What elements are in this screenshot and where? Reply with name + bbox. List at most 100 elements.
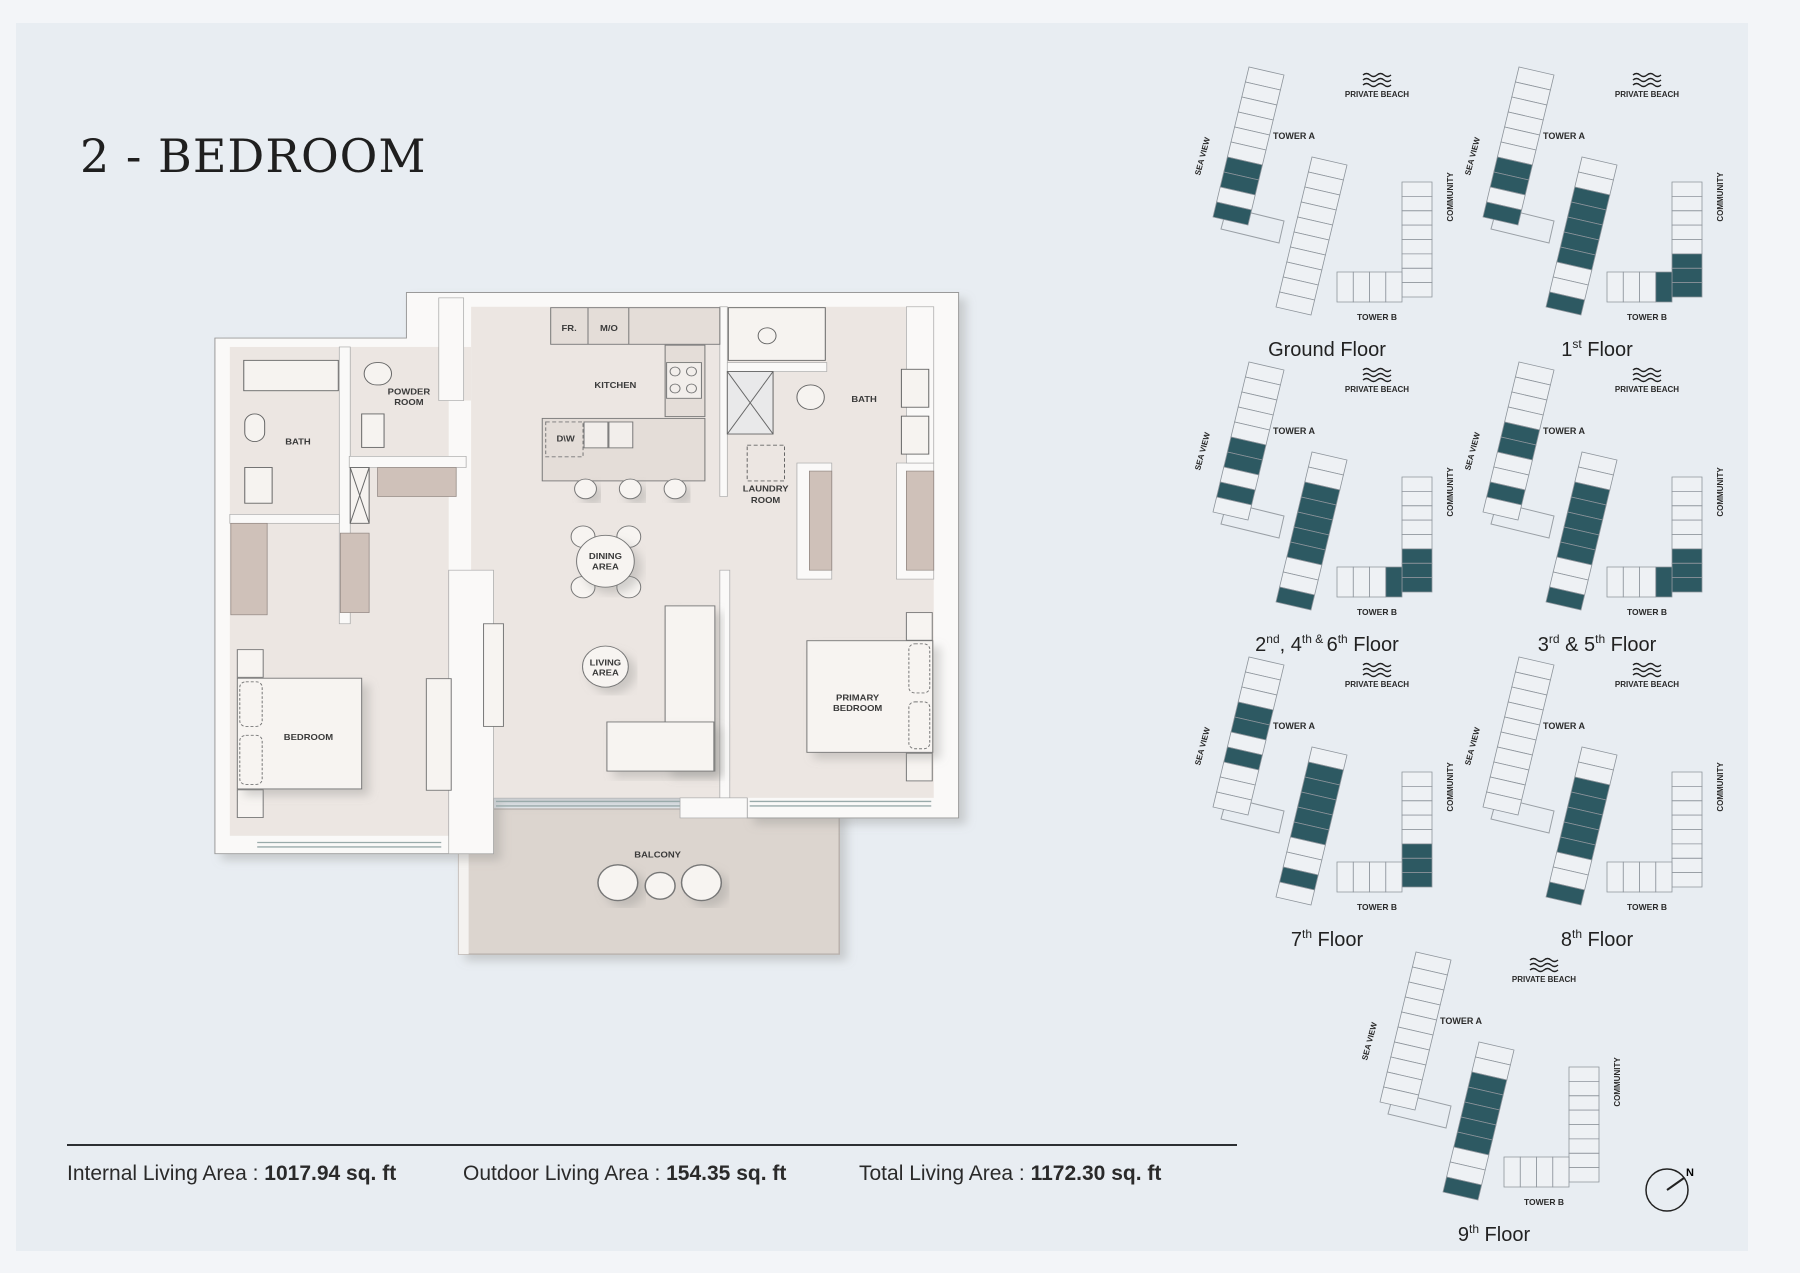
community-label: COMMUNITY xyxy=(1716,172,1725,222)
unit xyxy=(1671,210,1703,226)
fridge-label: FR. xyxy=(562,323,577,332)
floor-label-part: 3 xyxy=(1537,634,1549,656)
private-beach-label: PRIVATE BEACH xyxy=(1615,90,1679,99)
kitchen-label: KITCHEN xyxy=(594,380,636,389)
bathtub xyxy=(243,359,339,392)
unit xyxy=(1482,791,1523,816)
tower-b-label: TOWER B xyxy=(1357,607,1397,617)
living-area-label: AREA xyxy=(592,668,619,677)
tower-a-label: TOWER A xyxy=(1273,131,1315,141)
page-title: 2 - BEDROOM xyxy=(80,128,427,183)
sea-view-label: SEA VIEW xyxy=(1360,1021,1379,1061)
balcony-chair xyxy=(597,864,639,902)
unit xyxy=(1275,881,1316,906)
floor-label-part: 1 xyxy=(1561,339,1573,361)
bath-label: BATH xyxy=(285,437,311,446)
internal-living-area: Internal Living Area : 1017.94 sq. ft xyxy=(67,1162,396,1186)
primary-bedroom-label: PRIMARY xyxy=(836,693,879,702)
community-label: COMMUNITY xyxy=(1716,467,1725,517)
sea-view-label: SEA VIEW xyxy=(1463,136,1482,176)
north-compass-icon: N xyxy=(1645,1167,1694,1212)
bed xyxy=(236,677,363,790)
unit xyxy=(1336,271,1354,303)
community-label: COMMUNITY xyxy=(1446,467,1455,517)
unit xyxy=(1336,861,1354,893)
floor-label-part: 8 xyxy=(1560,929,1572,951)
floor-label: 7th Floor xyxy=(1187,928,1467,952)
unit xyxy=(1568,1152,1600,1169)
tower-a-label: TOWER A xyxy=(1440,1016,1482,1026)
unit xyxy=(1671,195,1703,212)
powder-room-label: ROOM xyxy=(394,397,423,406)
floor-label-part: rd xyxy=(1548,632,1560,646)
sink xyxy=(900,415,930,455)
dining-area-label: AREA xyxy=(592,562,619,571)
living-furniture xyxy=(425,605,716,791)
sink xyxy=(361,413,385,448)
highlighted-unit xyxy=(1655,271,1673,303)
tower-b-label: TOWER B xyxy=(1357,902,1397,912)
floor-label-part: Floor xyxy=(1605,634,1657,656)
area-label: Outdoor Living Area : xyxy=(463,1162,667,1185)
floor-label-part: & 5 xyxy=(1559,634,1596,656)
tv-unit xyxy=(425,678,452,791)
unit xyxy=(1639,566,1657,598)
unit xyxy=(1401,239,1433,255)
highlighted-unit xyxy=(1401,562,1433,579)
sea-view-label: SEA VIEW xyxy=(1463,431,1482,471)
microwave-label: M/O xyxy=(600,323,618,332)
private-beach-label: PRIVATE BEACH xyxy=(1615,680,1679,689)
sea-view-label: SEA VIEW xyxy=(1463,726,1482,766)
unit xyxy=(1622,861,1640,893)
unit xyxy=(1369,861,1387,893)
sea-view-label: SEA VIEW xyxy=(1193,136,1212,176)
outdoor-living-area: Outdoor Living Area : 154.35 sq. ft xyxy=(463,1162,786,1186)
tower-b-label: TOWER B xyxy=(1524,1197,1564,1207)
unit xyxy=(1352,861,1370,893)
unit xyxy=(1212,791,1253,816)
floor-label: 8th Floor xyxy=(1457,928,1737,952)
area-label: Total Living Area : xyxy=(859,1162,1031,1185)
private-beach-label: PRIVATE BEACH xyxy=(1345,90,1409,99)
waves-icon xyxy=(1529,957,1559,973)
community-label: COMMUNITY xyxy=(1446,762,1455,812)
unit xyxy=(1401,505,1433,521)
unit xyxy=(1606,271,1624,303)
floor-label-part: Floor xyxy=(1479,1224,1531,1246)
nightstand xyxy=(236,649,264,678)
waves-icon xyxy=(1632,367,1662,383)
laundry-room-label: LAUNDRY xyxy=(743,484,789,493)
unit xyxy=(1568,1066,1600,1082)
unit xyxy=(1482,496,1523,521)
unit xyxy=(1503,1156,1521,1188)
unit xyxy=(1671,519,1703,535)
dining-area-label: DINING xyxy=(589,551,622,560)
floor-label-part: Floor xyxy=(1582,929,1634,951)
unit xyxy=(1401,771,1433,787)
unit xyxy=(1336,566,1354,598)
floor-label: Ground Floor xyxy=(1187,339,1467,362)
unit xyxy=(1622,566,1640,598)
unit xyxy=(1655,861,1673,893)
unit xyxy=(1671,490,1703,507)
nightstand xyxy=(905,752,933,782)
coffee-table xyxy=(582,645,629,688)
total-living-area: Total Living Area : 1172.30 sq. ft xyxy=(859,1162,1161,1186)
north-label: N xyxy=(1686,1167,1694,1179)
unit xyxy=(1401,534,1433,550)
unit xyxy=(1401,195,1433,212)
tower-connector xyxy=(1490,501,1555,539)
highlighted-unit xyxy=(1671,267,1703,284)
unit xyxy=(1671,476,1703,492)
highlighted-unit xyxy=(1401,843,1433,859)
community-label: COMMUNITY xyxy=(1446,172,1455,222)
floor-label-part: Floor xyxy=(1581,339,1633,361)
highlighted-unit xyxy=(1671,253,1703,269)
unit xyxy=(1639,271,1657,303)
unit xyxy=(1568,1095,1600,1111)
floor-label-part: th xyxy=(1468,1222,1479,1236)
